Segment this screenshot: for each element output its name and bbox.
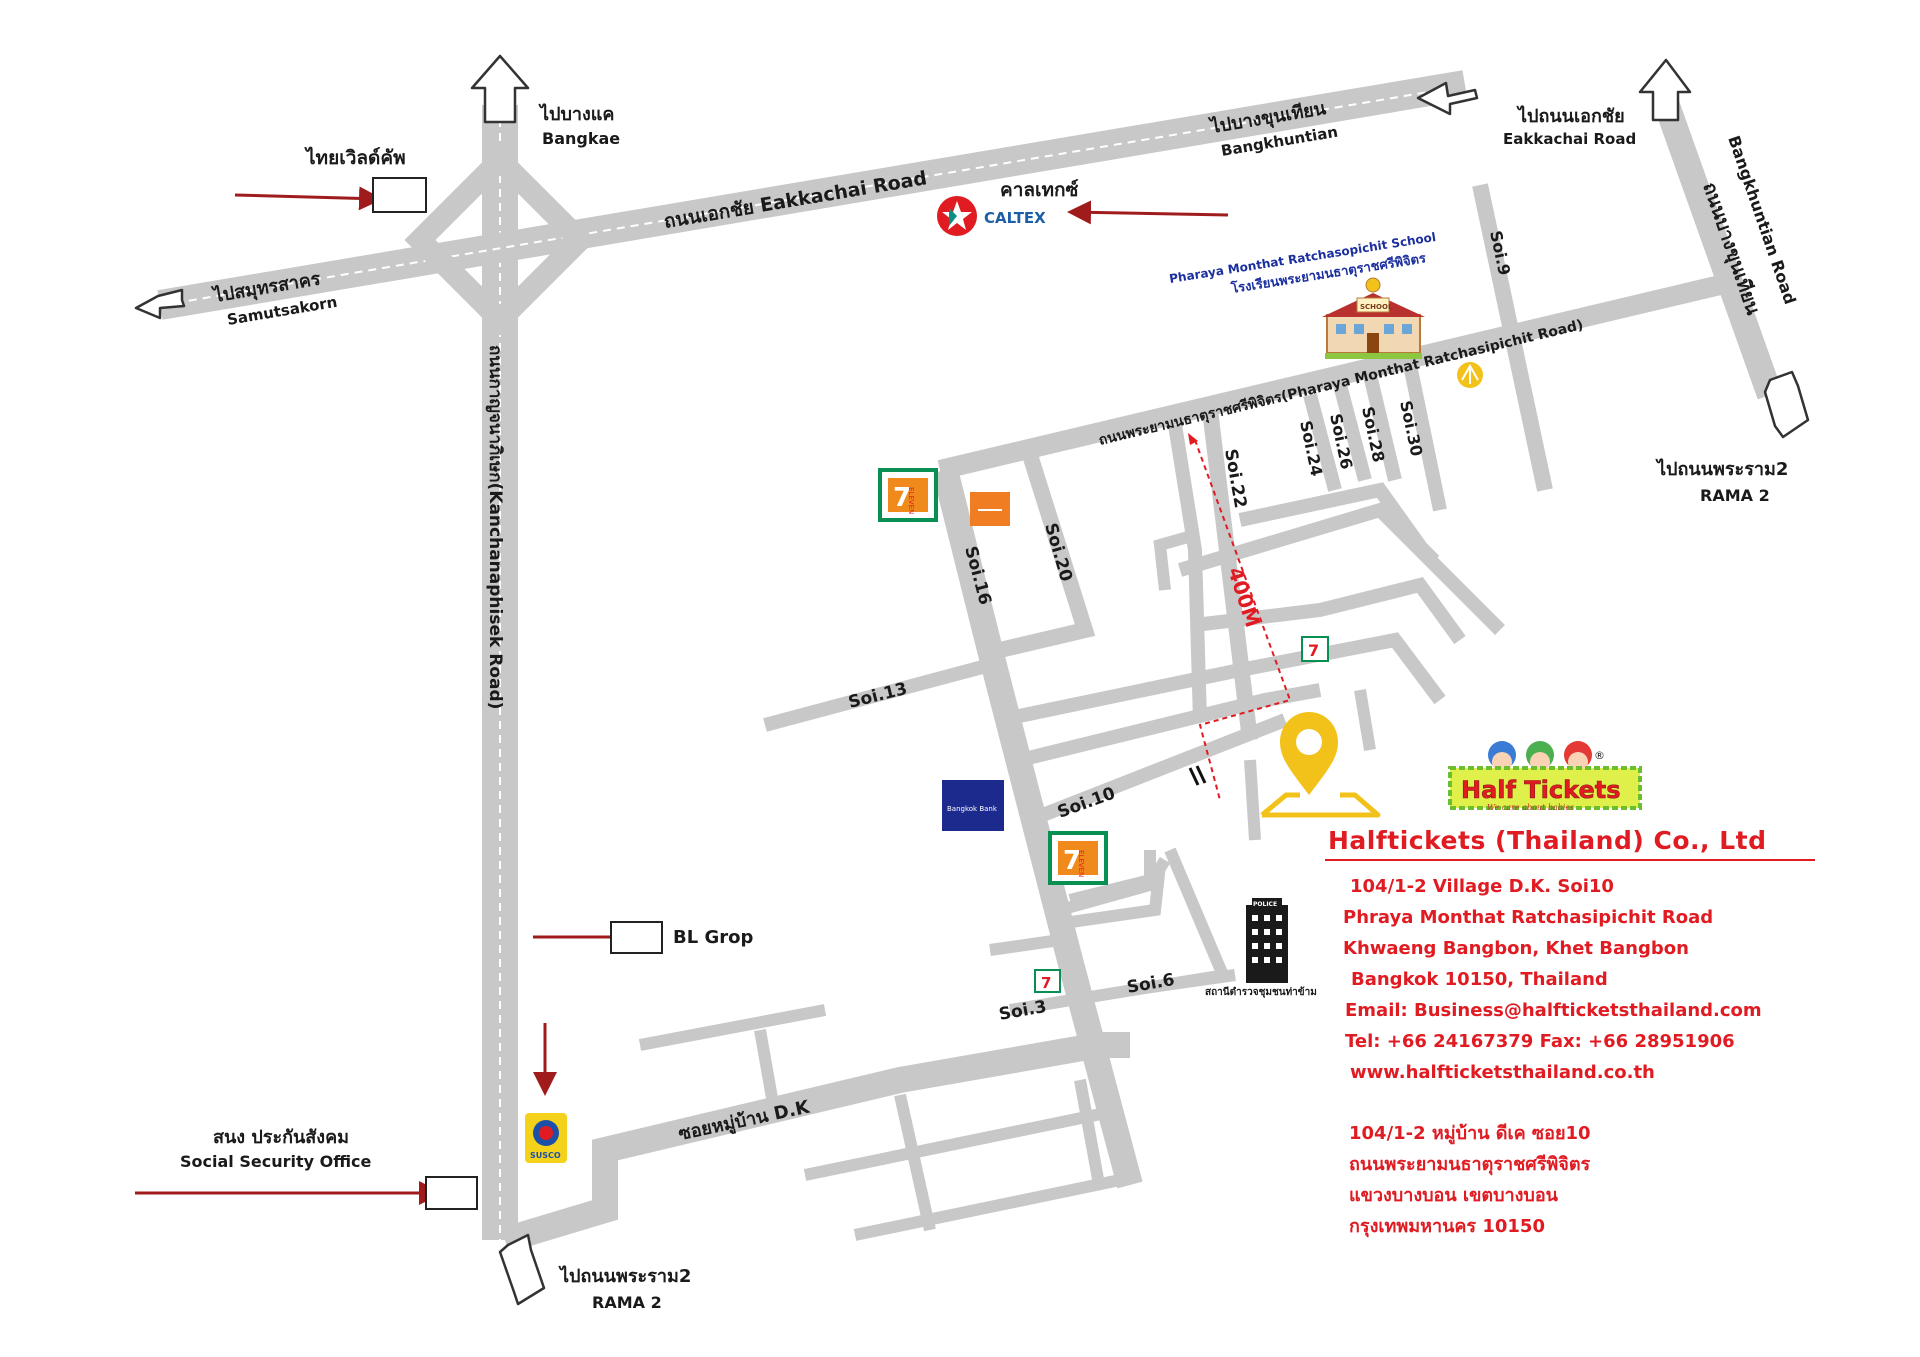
bangkae-en-label: Bangkae <box>542 129 620 148</box>
village-dk-road <box>501 1032 1130 1253</box>
svg-text:7: 7 <box>1041 974 1051 992</box>
arrow-icon <box>1416 81 1479 116</box>
distance-route <box>1194 439 1292 801</box>
address-line: 104/1-2 Village D.K. Soi10 <box>1350 876 1614 897</box>
svg-text:We care about babies: We care about babies <box>1487 803 1574 812</box>
bangkae-thai-label: ไปบางแค <box>538 103 614 125</box>
svg-text:7: 7 <box>893 483 911 513</box>
soi-6-label: Soi.6 <box>1125 970 1176 998</box>
bl-grop-label: BL Grop <box>673 927 753 948</box>
police-building-icon: POLICE <box>1246 898 1288 983</box>
svg-text:Bangkok Bank: Bangkok Bank <box>947 805 998 813</box>
pharaya-road <box>937 275 1723 480</box>
svg-text:Half Tickets: Half Tickets <box>1461 776 1620 804</box>
interchange <box>404 144 596 336</box>
seven-eleven-icon: 7 ELEVEN <box>1048 831 1108 885</box>
address-line-th: กรุงเทพมหานคร 10150 <box>1349 1216 1545 1237</box>
bl-grop-box <box>610 921 663 954</box>
svg-text:POLICE: POLICE <box>1253 901 1277 908</box>
bangkhuntian-road <box>1652 95 1783 400</box>
seven-eleven-icon: 7 ELEVEN <box>878 468 938 522</box>
svg-text:ELEVEN: ELEVEN <box>907 487 915 514</box>
rama2-bottom-en-label: RAMA 2 <box>592 1293 662 1312</box>
police-station-label: สถานีตำรวจชุมชนท่าข้าม <box>1205 986 1317 998</box>
address-line-th: แขวงบางบอน เขตบางบอน <box>1349 1185 1558 1206</box>
company-info: Halftickets (Thailand) Co., Ltd 104/1-2 … <box>1325 826 1815 1242</box>
phone-fax: Tel: +66 24167379 Fax: +66 28951906 <box>1345 1031 1735 1052</box>
svg-text:SCHOOL: SCHOOL <box>1360 303 1393 311</box>
arrow-icon <box>134 288 186 320</box>
gate-icon <box>1188 765 1207 786</box>
social-security-box <box>425 1176 478 1210</box>
social-security-thai-label: สนง ประกันสังคม <box>213 1127 349 1148</box>
svg-text:ELEVEN: ELEVEN <box>1077 850 1085 877</box>
company-address-th: 104/1-2 หมู่บ้าน ดีเค ซอย10 ถนนพระยามนธา… <box>1325 1118 1815 1242</box>
arrow-icon <box>498 1233 546 1306</box>
shell-icon <box>1457 362 1483 388</box>
soi-20-label: Soi.20 <box>1040 521 1076 584</box>
soi-13-label: Soi.13 <box>846 679 909 713</box>
address-line: Bangkok 10150, Thailand <box>1351 969 1608 990</box>
svg-text:SUSCO: SUSCO <box>530 1151 561 1160</box>
svg-text:7: 7 <box>1063 846 1081 876</box>
arrow-icon <box>470 54 530 124</box>
soi-16-road <box>932 466 1143 1189</box>
rama2-right-en-label: RAMA 2 <box>1700 486 1770 505</box>
bank-icon: Bangkok Bank <box>942 780 1004 831</box>
address-line: Khwaeng Bangbon, Khet Bangbon <box>1343 938 1689 959</box>
caltex-icon: CALTEX <box>937 196 1046 236</box>
soi-10-label: Soi.10 <box>1055 783 1118 822</box>
rama2-right-thai-label: ไปถนนพระราม2 <box>1655 458 1788 480</box>
susco-icon: SUSCO <box>525 1113 567 1163</box>
svg-text:CALTEX: CALTEX <box>984 209 1046 227</box>
caltex-thai-label: คาลเทกซ์ <box>1000 179 1079 201</box>
seven-eleven-icon: 7 <box>1034 969 1061 993</box>
soi-3-label: Soi.3 <box>997 997 1048 1025</box>
thaiworld-label: ไทยเวิลด์คัพ <box>304 146 406 169</box>
soi-10-road <box>1027 713 1288 827</box>
address-line-th: ถนนพระยามนธาตุราชศรีพิจิตร <box>1349 1154 1591 1175</box>
pointer-arrows <box>135 177 1229 1210</box>
location-pin-icon <box>1260 712 1381 818</box>
address-line-th: 104/1-2 หมู่บ้าน ดีเค ซอย10 <box>1349 1123 1591 1144</box>
company-name: Halftickets (Thailand) Co., Ltd <box>1325 826 1815 861</box>
svg-text:®: ® <box>1594 749 1605 762</box>
website-link[interactable]: www.halfticketsthailand.co.th <box>1350 1062 1655 1083</box>
arrow-icon <box>1638 58 1692 122</box>
social-security-en-label: Social Security Office <box>180 1152 372 1171</box>
thaiworld-box <box>372 177 427 213</box>
eakkachai-en-label: Eakkachai Road <box>1503 130 1636 148</box>
email-link[interactable]: Email: Business@halfticketsthailand.com <box>1345 1000 1762 1021</box>
kanchanaphisek-label: ถนนกาญจนาภิเษก(Kanchanaphisek Road) <box>485 345 505 709</box>
rama2-bottom-thai-label: ไปถนนพระราม2 <box>558 1265 691 1287</box>
company-address-en: 104/1-2 Village D.K. Soi10 Phraya Montha… <box>1325 871 1815 1088</box>
svg-text:7: 7 <box>1308 641 1319 660</box>
school-icon: SCHOOL <box>1322 277 1425 359</box>
address-line: Phraya Monthat Ratchasipichit Road <box>1343 907 1714 928</box>
direction-arrows <box>134 54 1810 1306</box>
arrow-icon <box>1763 370 1810 439</box>
halftickets-logo: ® Half Tickets We care about babies <box>1448 741 1642 812</box>
eakkachai-thai-label: ไปถนนเอกชัย <box>1516 105 1625 127</box>
road-network <box>157 70 1783 1253</box>
seven-eleven-icon: 7 <box>1301 636 1329 662</box>
